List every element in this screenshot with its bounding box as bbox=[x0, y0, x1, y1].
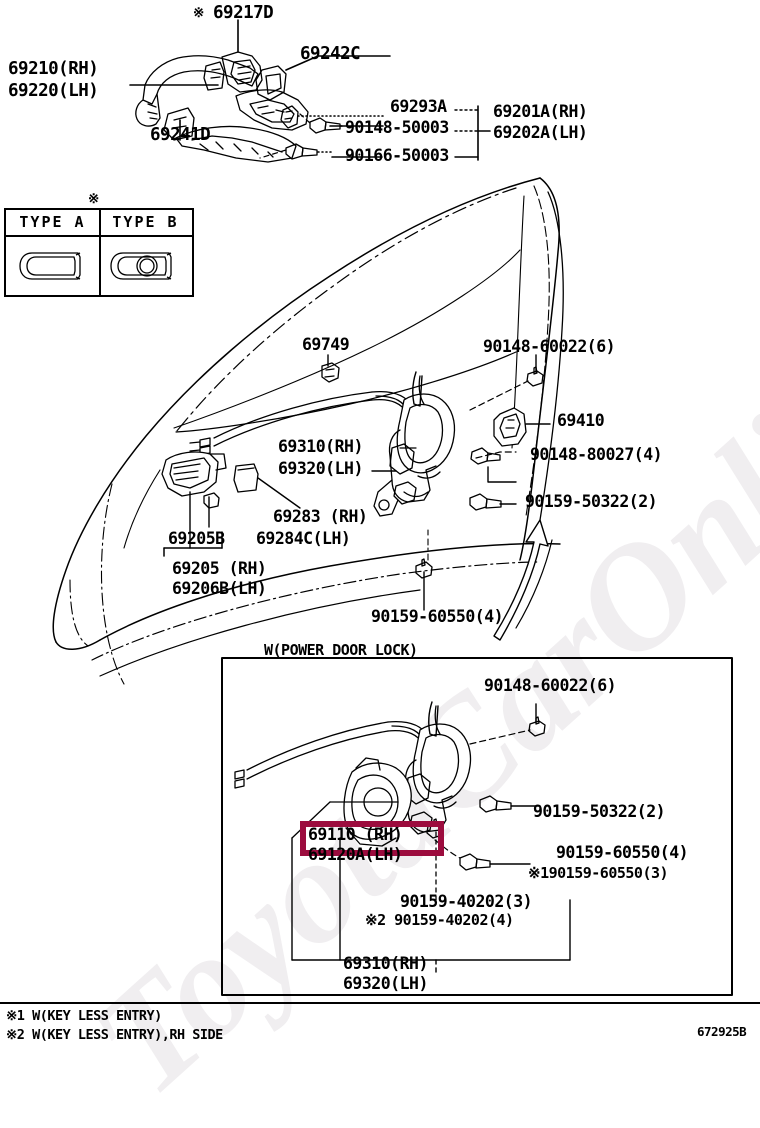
label-90148-60022-inset: 90148-60022(6) bbox=[484, 676, 617, 695]
label-69310-rh-main: 69310(RH) bbox=[278, 437, 363, 456]
label-90148-50003: 90148-50003 bbox=[345, 118, 449, 137]
footer-divider bbox=[0, 1002, 760, 1004]
label-90159-60550-inset: 90159-60550(4) bbox=[556, 843, 689, 862]
label-90159-60550-note1: ※190159-60550(3) bbox=[528, 864, 669, 882]
label-69749: 69749 bbox=[302, 335, 350, 354]
top-assembly-asterisk: ※ bbox=[193, 5, 204, 21]
label-69205b: 69205B bbox=[168, 529, 225, 548]
type-table: TYPE A TYPE B bbox=[4, 208, 194, 297]
label-69217d: 69217D bbox=[213, 3, 274, 23]
type-table-asterisk: ※ bbox=[88, 191, 99, 207]
label-69220-lh: 69220(LH) bbox=[8, 81, 99, 101]
label-69202a-lh: 69202A(LH) bbox=[493, 123, 588, 142]
label-69205-rh: 69205 (RH) bbox=[172, 559, 267, 578]
label-69241d: 69241D bbox=[150, 125, 211, 145]
footnote-2: ※2 W(KEY LESS ENTRY),RH SIDE bbox=[6, 1027, 223, 1043]
sheet-code: 672925B bbox=[697, 1024, 747, 1039]
label-69320-lh-main: 69320(LH) bbox=[278, 459, 363, 478]
label-90159-40202: 90159-40202(3) bbox=[400, 892, 533, 911]
type-a-cell bbox=[6, 237, 101, 295]
label-69283-rh: 69283 (RH) bbox=[273, 507, 368, 526]
label-90159-50322-main: 90159-50322(2) bbox=[525, 492, 658, 511]
label-69310-rh-inset: 69310(RH) bbox=[343, 954, 428, 973]
highlight-box-69110 bbox=[300, 821, 444, 856]
type-table-header-a: TYPE A bbox=[6, 210, 101, 235]
footnote-1: ※1 W(KEY LESS ENTRY) bbox=[6, 1008, 162, 1024]
label-69120a-lh: 69120A(LH) bbox=[308, 845, 403, 864]
label-90148-80027: 90148-80027(4) bbox=[530, 445, 663, 464]
label-69201a-rh: 69201A(RH) bbox=[493, 102, 588, 121]
label-69210-rh: 69210(RH) bbox=[8, 59, 99, 79]
label-69206b-lh: 69206B(LH) bbox=[172, 579, 267, 598]
handle-cover-plain-icon bbox=[19, 252, 81, 280]
label-69410: 69410 bbox=[557, 411, 605, 430]
type-b-cell bbox=[101, 237, 190, 295]
label-90159-50322-inset: 90159-50322(2) bbox=[533, 802, 666, 821]
handle-cover-keyhole-icon bbox=[110, 252, 172, 280]
type-table-header-b: TYPE B bbox=[112, 213, 179, 231]
label-69320-lh-inset: 69320(LH) bbox=[343, 974, 428, 993]
label-69293a: 69293A bbox=[390, 97, 447, 116]
label-90159-40202-note2: ※2 90159-40202(4) bbox=[365, 911, 514, 929]
inset-caption: W(POWER DOOR LOCK) bbox=[264, 641, 418, 659]
label-69110-rh: 69110 (RH) bbox=[308, 825, 403, 844]
label-90148-60022-main: 90148-60022(6) bbox=[483, 337, 616, 356]
label-90159-60550-main: 90159-60550(4) bbox=[371, 607, 504, 626]
label-69284c-lh: 69284C(LH) bbox=[256, 529, 351, 548]
label-90166-50003: 90166-50003 bbox=[345, 146, 449, 165]
label-69242c: 69242C bbox=[300, 44, 361, 64]
